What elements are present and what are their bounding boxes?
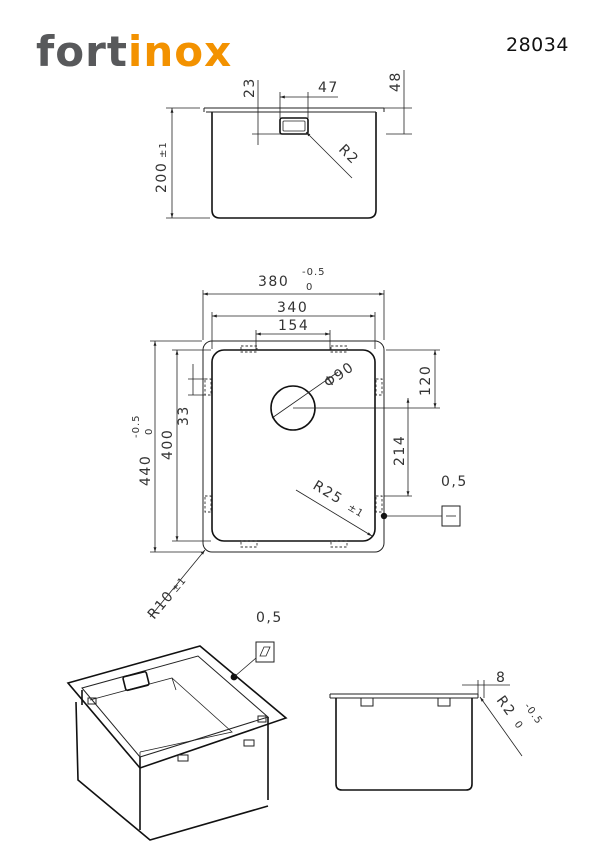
side-radius-r2: R2	[493, 693, 519, 720]
model-number: 28034	[506, 34, 569, 56]
dim-200: 200	[154, 162, 170, 193]
drain-diameter: Φ90	[321, 359, 357, 391]
dim-214: 214	[392, 435, 408, 466]
dim-23: 23	[242, 77, 258, 98]
perspective-flatness-value: 0,5	[256, 610, 283, 626]
outer-radius-r10: R10	[145, 588, 178, 623]
dim-154: 154	[278, 318, 309, 334]
dim-380-tol-lower: 0	[306, 282, 313, 293]
logo-suffix: inox	[128, 27, 232, 76]
dim-8: 8	[496, 670, 506, 686]
dim-200-tol: ±1	[158, 141, 169, 158]
fortinox-logo: fortinox	[36, 27, 232, 76]
dim-400: 400	[160, 429, 176, 460]
outer-rim	[202, 340, 385, 553]
side-radius-tol-lower: 0	[512, 719, 525, 731]
dim-440-tol-lower: 0	[144, 428, 155, 435]
corner-radius-r25: R25	[310, 478, 346, 508]
flatness-value: 0,5	[441, 474, 468, 490]
dim-440: 440	[138, 455, 154, 486]
overflow-slot	[279, 117, 309, 135]
dim-33: 33	[176, 405, 192, 426]
logo-prefix: fort	[36, 27, 128, 76]
perspective-view: 0,5	[66, 610, 288, 841]
side-radius-tol-upper: -0.5	[522, 701, 545, 726]
side-view: 8 R2 -0.5 0	[329, 670, 545, 791]
perspective-flatness-box	[255, 641, 275, 663]
dim-120: 120	[418, 365, 434, 396]
plan-view: Φ90 380 -0.5 0 340 154 440 -0.5 0	[131, 267, 468, 623]
dim-47: 47	[318, 80, 339, 96]
section-view: 200 ±1 23 47 48 R2	[154, 70, 412, 219]
bowl-outline	[211, 349, 376, 542]
corner-radius-tol: ±1	[345, 502, 365, 520]
dim-380: 380	[258, 274, 289, 290]
perspective-overflow	[122, 670, 150, 692]
radius-r2: R2	[335, 142, 362, 169]
dim-340: 340	[277, 300, 308, 316]
svg-text:fortinox: fortinox	[36, 27, 232, 76]
dim-440-tol-upper: -0.5	[131, 414, 142, 438]
flatness-box	[441, 505, 461, 527]
outer-radius-tol: ±1	[170, 575, 189, 595]
dim-48: 48	[388, 71, 404, 92]
dim-380-tol-upper: -0.5	[302, 267, 326, 278]
